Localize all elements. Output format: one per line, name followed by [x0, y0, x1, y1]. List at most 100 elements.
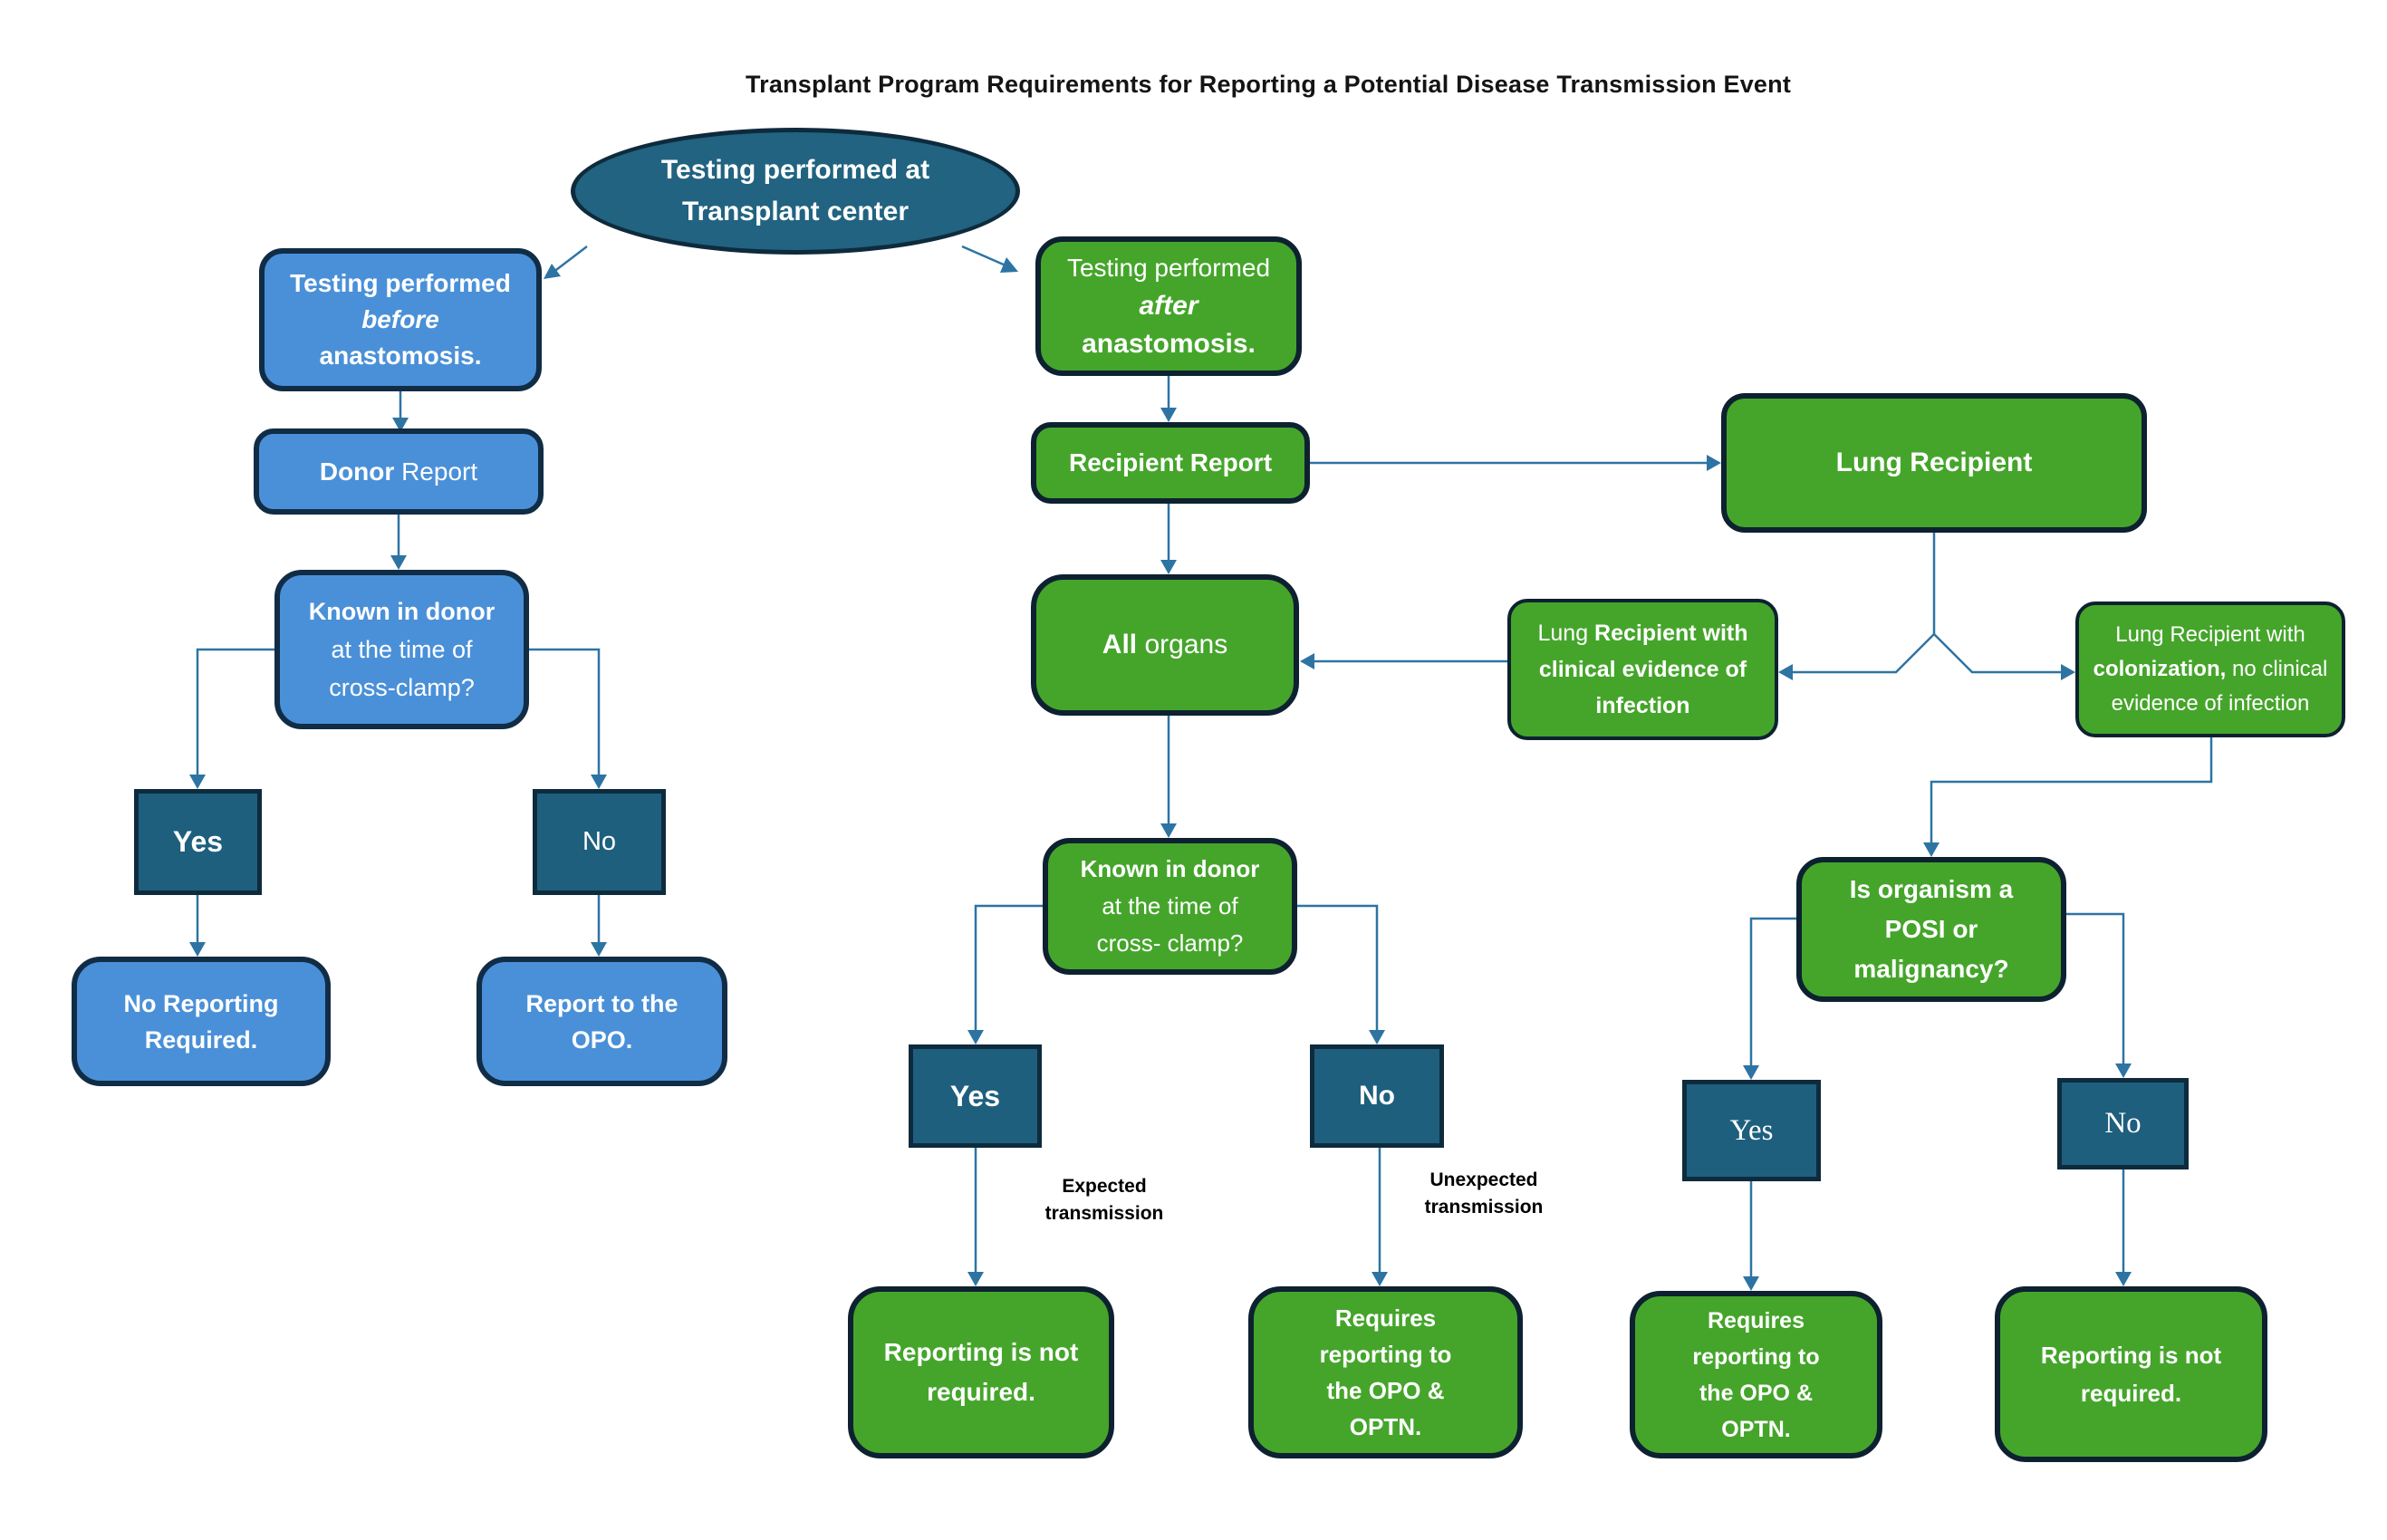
- node-line: the OPO &: [1699, 1380, 1813, 1406]
- node-line: the OPO &: [1326, 1377, 1445, 1404]
- node-line: anastomosis.: [319, 342, 482, 370]
- node-donor-report: Donor Report: [254, 428, 544, 515]
- node-line: Lung Recipient with clinical evidence of…: [1520, 615, 1766, 724]
- arrowhead: [1160, 408, 1177, 422]
- node-line: Yes: [172, 825, 224, 858]
- node-line: No: [1359, 1081, 1395, 1111]
- label-line: Expected: [1062, 1176, 1147, 1197]
- connector-posi-to-no-right: [2066, 912, 2125, 1065]
- node-line: OPO.: [571, 1025, 633, 1054]
- node-requires-reporting-opo-optn-right: Requires reporting to the OPO & OPTN.: [1630, 1291, 1882, 1458]
- node-line: cross- clamp?: [1096, 929, 1244, 957]
- connector-posi-to-yes-right: [1749, 917, 1796, 1067]
- label-line: transmission: [1044, 1203, 1164, 1224]
- node-line: OPTN.: [1721, 1416, 1791, 1442]
- arrowhead: [2115, 1064, 2132, 1078]
- node-line: Lung Recipient: [1835, 448, 2033, 477]
- arrowhead: [390, 555, 407, 570]
- node-line: No: [582, 827, 617, 856]
- node-line: Yes: [1729, 1113, 1774, 1147]
- arrowhead: [591, 775, 607, 789]
- node-line: Known in donor: [1080, 855, 1260, 882]
- node-line: Requires: [1708, 1307, 1805, 1333]
- node-line: cross-clamp?: [329, 674, 475, 701]
- node-line: All organs: [1036, 630, 1294, 660]
- node-lung-colonization: Lung Recipient with colonization, no cli…: [2075, 602, 2345, 737]
- node-text: organs: [1137, 630, 1228, 659]
- arrowhead: [967, 1272, 984, 1286]
- node-line: Testing performed: [290, 269, 511, 297]
- arrowhead: [2115, 1272, 2132, 1286]
- node-text-bold: Donor: [319, 457, 395, 486]
- label-unexpected-transmission: Unexpected transmission: [1393, 1167, 1574, 1221]
- node-no-reporting-required-left: No Reporting Required.: [72, 957, 331, 1086]
- node-line: after: [1139, 291, 1198, 321]
- node-line: Donor Report: [259, 457, 538, 486]
- node-all-organs: All organs: [1031, 574, 1299, 716]
- node-line: Recipient Report: [1068, 448, 1273, 476]
- node-text-bold: colonization,: [2093, 657, 2227, 681]
- arrowhead: [591, 942, 607, 957]
- connector-known-to-yes-left: [196, 648, 274, 776]
- arrowhead: [1372, 1272, 1388, 1286]
- arrowhead: [392, 418, 409, 432]
- node-line: Report to the: [525, 989, 679, 1017]
- arrowhead: [189, 942, 206, 957]
- node-text-bold: Recipient with clinical evidence of infe…: [1538, 621, 1748, 718]
- arrowhead: [1369, 1030, 1385, 1044]
- node-no-mid: No: [1310, 1044, 1444, 1148]
- node-no-right: No: [2057, 1078, 2189, 1169]
- node-text: no clinical evidence of infection: [2111, 657, 2328, 716]
- node-line: Known in donor: [308, 598, 496, 625]
- node-testing-at-transplant-center: Testing performed at Transplant center: [571, 128, 1020, 255]
- arrowhead: [967, 1030, 984, 1044]
- node-known-in-donor-left: Known in donor at the time of cross-clam…: [274, 570, 529, 729]
- node-yes-mid: Yes: [909, 1044, 1042, 1148]
- node-text: Lung: [1537, 621, 1589, 646]
- node-lung-clinical-evidence: Lung Recipient with clinical evidence of…: [1507, 599, 1778, 740]
- node-no-left: No: [533, 789, 666, 895]
- connector-knownmid-to-yes-mid: [974, 904, 1043, 1032]
- arrowhead: [1707, 455, 1721, 471]
- node-reporting-not-required-mid: Reporting is not required.: [848, 1286, 1114, 1458]
- label-line: Unexpected: [1429, 1169, 1538, 1190]
- node-line: Is organism a: [1849, 875, 2014, 903]
- connector-colonization-to-posi: [1930, 737, 2213, 844]
- node-line: Requires: [1334, 1304, 1437, 1332]
- node-line: at the time of: [1102, 892, 1238, 919]
- connector-lung-split: [1791, 533, 2063, 674]
- node-line: No: [2104, 1107, 2142, 1140]
- node-line: Lung Recipient with colonization, no cli…: [2086, 618, 2334, 721]
- arrowhead: [1160, 823, 1177, 838]
- node-line: at the time of: [331, 636, 473, 663]
- node-testing-before-anastomosis: Testing performed before anastomosis.: [259, 248, 542, 391]
- arrowhead: [1743, 1276, 1759, 1291]
- connector-known-to-no-left: [528, 648, 601, 776]
- node-text: Lung Recipient with: [2115, 622, 2305, 647]
- arrowhead: [1778, 664, 1793, 680]
- label-line: transmission: [1424, 1197, 1544, 1218]
- node-line: POSI or: [1884, 915, 1978, 943]
- node-line: Reporting is not: [883, 1338, 1079, 1366]
- node-line: No Reporting: [123, 989, 279, 1017]
- node-line: anastomosis.: [1082, 329, 1256, 359]
- node-yes-right: Yes: [1682, 1080, 1821, 1181]
- arrowhead: [1743, 1065, 1759, 1080]
- node-known-in-donor-mid: Known in donor at the time of cross- cla…: [1043, 838, 1297, 975]
- node-line: Testing performed at: [660, 155, 930, 185]
- diagram-title: Transplant Program Requirements for Repo…: [745, 71, 1792, 98]
- node-text-bold: All: [1102, 630, 1138, 659]
- label-expected-transmission: Expected transmission: [1014, 1173, 1195, 1227]
- node-yes-left: Yes: [134, 789, 262, 895]
- node-line: Testing performed: [1066, 254, 1271, 282]
- node-is-organism-posi-or-malignancy: Is organism a POSI or malignancy?: [1796, 857, 2066, 1002]
- node-line: Yes: [949, 1079, 1001, 1112]
- node-line: required.: [927, 1378, 1035, 1406]
- node-line: before: [361, 305, 439, 333]
- connector-knownmid-to-no-mid: [1297, 904, 1379, 1032]
- arrowhead: [2061, 664, 2075, 680]
- node-line: Reporting is not: [2040, 1342, 2222, 1369]
- node-line: malignancy?: [1853, 955, 2009, 983]
